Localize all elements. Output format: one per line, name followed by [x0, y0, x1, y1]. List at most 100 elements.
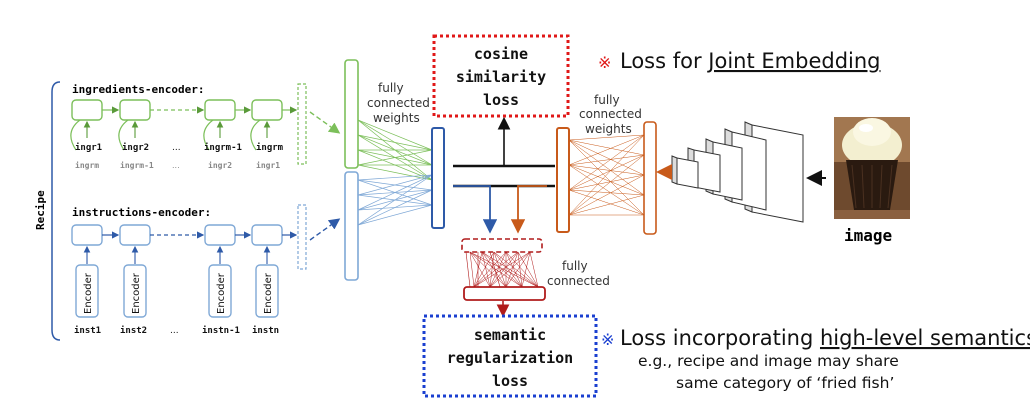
fc-connection — [469, 251, 491, 288]
joint-connectors — [453, 116, 555, 234]
cosine-line1: cosine — [474, 45, 528, 63]
sentence-encoder-1: Encoder — [75, 264, 99, 318]
recipe-fc-lines — [357, 119, 433, 226]
fc-right-line2: connected — [579, 107, 642, 121]
joint-note-text: Loss for Joint Embedding — [620, 49, 881, 73]
fc-connection — [465, 251, 471, 288]
semantic-head: fully connected — [461, 238, 610, 318]
fc-connection — [357, 119, 433, 151]
fc-connection — [473, 251, 507, 288]
fc-connection — [505, 251, 523, 288]
joint-note-underlined: Joint Embedding — [706, 49, 880, 73]
sentence-encoder-n1: Encoder — [208, 264, 232, 318]
cnn-layer-1 — [676, 157, 699, 189]
inst-cell-1 — [71, 224, 103, 246]
fc-left-line3: weights — [373, 111, 420, 125]
cosine-line2: similarity — [456, 68, 546, 86]
semantic-note-text: Loss incorporating high-level semantics — [620, 326, 1030, 350]
inst-output-block — [297, 204, 307, 270]
inst-input-dots: ... — [170, 326, 179, 336]
recipe-concat-green — [344, 59, 359, 169]
recipe-projection: fully connected weights — [344, 59, 445, 281]
ingr-rev-input-4: ingr1 — [256, 160, 280, 170]
joint-note-mark: ※ — [598, 53, 611, 72]
semantic-note-mark: ※ — [601, 330, 614, 349]
fc-right-line1: fully — [594, 93, 620, 107]
inst-input-1: inst1 — [74, 325, 101, 336]
cosine-line3: loss — [483, 91, 519, 109]
encoder-label: Encoder — [83, 272, 94, 314]
fc-connection — [517, 251, 539, 288]
semantic-loss-box: semantic regularization loss — [422, 314, 598, 398]
fc-connection — [568, 164, 645, 216]
fc-connection — [568, 139, 645, 196]
fc-connection — [489, 251, 519, 288]
ingr-input-m1: ingrm-1 — [204, 142, 242, 153]
cosine-loss-box: cosine similarity loss — [432, 34, 570, 118]
recipe-label: Recipe — [34, 190, 47, 230]
fc-connection — [568, 139, 645, 176]
cupcake-image — [834, 117, 910, 219]
fc-bottom-line1: fully — [562, 259, 588, 273]
ingr-rev-input-2: ingrm-1 — [120, 160, 154, 170]
fc-connection — [357, 149, 433, 166]
semantic-note-underlined: high-level semantics — [820, 326, 1030, 350]
fc-connection — [517, 251, 523, 288]
fc-connection — [505, 251, 519, 288]
fc-connection — [568, 134, 645, 166]
sentence-encoder-2: Encoder — [123, 264, 147, 318]
fc-connection — [357, 174, 433, 211]
fc-left-line2: connected — [367, 96, 430, 110]
ingredients-encoder-title: ingredients-encoder: — [72, 83, 204, 96]
semantic-line3: loss — [492, 372, 528, 390]
ingr-output-block — [297, 83, 307, 165]
semantic-note-line3: same category of ‘fried fish’ — [676, 374, 894, 392]
instructions-encoder: instructions-encoder: Encoder Encoder En… — [71, 204, 341, 336]
recipe-embedding — [431, 127, 445, 229]
semantic-note-prefix: Loss incorporating — [620, 326, 820, 350]
fc-connection — [529, 251, 539, 288]
inst-cell-2 — [119, 224, 151, 246]
semantic-shared-layer — [461, 238, 543, 253]
semantic-line1: semantic — [474, 326, 546, 344]
fc-connection — [357, 174, 433, 181]
ingr-input-dots: ... — [172, 143, 181, 153]
fc-connection — [568, 134, 645, 216]
image-embedding — [556, 127, 570, 233]
ingr-input-m: ingrm — [256, 142, 284, 153]
encoder-label: Encoder — [216, 272, 227, 314]
fc-connection — [568, 164, 645, 176]
fc-connection — [568, 164, 645, 196]
ingr-cell-m1 — [204, 99, 236, 121]
fc-bottom-line2: connected — [547, 274, 610, 288]
instructions-encoder-title: instructions-encoder: — [72, 206, 211, 219]
fc-connection — [568, 134, 645, 141]
fc-connection — [469, 251, 507, 288]
encoder-label: Encoder — [263, 272, 274, 314]
fc-connection — [473, 251, 531, 288]
fc-connection — [568, 134, 645, 191]
semantic-note: ※ Loss incorporating high-level semantic… — [601, 326, 1030, 392]
semantic-class-layer — [463, 286, 546, 301]
fc-connection — [489, 251, 531, 288]
fc-connection — [493, 251, 523, 288]
ingr-rev-input-3: ingr2 — [208, 160, 232, 170]
fc-connection — [568, 154, 645, 216]
fc-connection — [473, 251, 519, 288]
fc-connection — [357, 174, 433, 196]
fc-connection — [568, 154, 645, 191]
fc-connection — [568, 189, 645, 196]
fc-connection — [357, 189, 433, 226]
semantic-fc-lines — [465, 251, 539, 288]
fc-connection — [493, 251, 507, 288]
fc-connection — [357, 164, 433, 181]
ingr-rev-input-dots: ... — [172, 161, 180, 170]
fc-connection — [473, 251, 495, 288]
fc-connection — [357, 204, 433, 226]
recipe-bracket: Recipe — [34, 81, 61, 341]
sentence-encoder-n: Encoder — [255, 264, 279, 318]
joint-embedding-note: ※ Loss for Joint Embedding — [598, 49, 881, 73]
fc-connection — [489, 251, 495, 288]
fc-connection — [493, 251, 539, 288]
